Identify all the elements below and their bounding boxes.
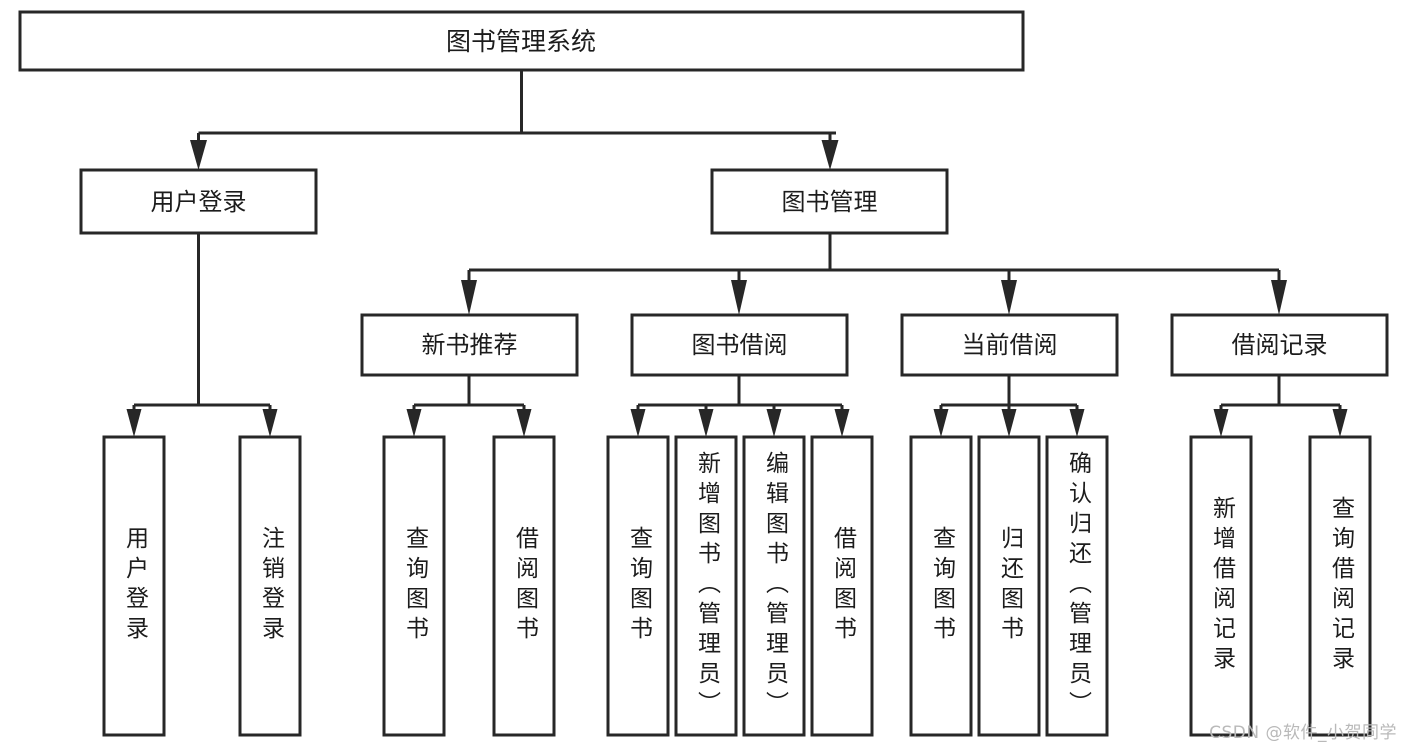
leaf-node[interactable] <box>1189 435 1253 737</box>
arrow-borrow-leaf-1 <box>630 409 646 437</box>
node-root-label: 图书管理系统 <box>446 27 596 56</box>
connector-group-borrow <box>630 375 850 437</box>
connector-group-record <box>1213 375 1348 437</box>
node-root[interactable]: 图书管理系统 <box>18 10 1025 72</box>
node-root-box[interactable] <box>18 10 1025 72</box>
arrow-new-leaf-1 <box>406 409 422 437</box>
leaf-box-edit-book-admin[interactable] <box>742 435 806 737</box>
connector-group-new-books <box>406 375 532 437</box>
leaf-box-query-book-borrow[interactable] <box>606 435 670 737</box>
leaf-box-return-book[interactable] <box>977 435 1041 737</box>
arrow-book-to-record <box>1271 280 1287 315</box>
arrow-borrow-leaf-2 <box>698 409 714 437</box>
leaf-box-user-login[interactable] <box>102 435 166 737</box>
leaf-box-add-book-admin[interactable] <box>674 435 738 737</box>
leaf-node[interactable] <box>492 435 556 737</box>
leaf-node[interactable] <box>606 435 670 737</box>
leaf-node[interactable] <box>909 435 973 737</box>
leaf-box-query-book-new[interactable] <box>382 435 446 737</box>
node-new-book-recommend-label: 新书推荐 <box>422 331 518 359</box>
leaf-box-add-record[interactable] <box>1189 435 1253 737</box>
connector-group-root <box>190 70 839 170</box>
arrow-current-leaf-1 <box>933 409 949 437</box>
node-book-management-label: 图书管理 <box>782 188 878 216</box>
leaf-node[interactable] <box>810 435 874 737</box>
arrow-book-to-borrow <box>731 280 747 315</box>
node-new-book-recommend-box[interactable] <box>360 313 579 377</box>
watermark-text: CSDN @软件_小贺同学 <box>1209 723 1397 743</box>
leaf-box-borrow-book-new[interactable] <box>492 435 556 737</box>
leaf-box-borrow-book[interactable] <box>810 435 874 737</box>
leaf-box-query-record[interactable] <box>1308 435 1372 737</box>
arrow-current-leaf-3 <box>1069 409 1085 437</box>
arrow-book-to-new <box>461 280 477 315</box>
leaf-node[interactable] <box>674 435 738 737</box>
arrow-book-to-current <box>1001 280 1017 315</box>
arrow-borrow-leaf-4 <box>834 409 850 437</box>
leaf-node[interactable] <box>1045 435 1109 737</box>
connector-group-user-login <box>126 233 278 437</box>
node-user-login[interactable]: 用户登录 <box>79 168 318 235</box>
node-current-borrow[interactable]: 当前借阅 <box>900 313 1119 377</box>
arrow-user-leaf-2 <box>262 409 278 437</box>
node-user-login-label: 用户登录 <box>151 188 247 216</box>
node-borrow-record-box[interactable] <box>1170 313 1389 377</box>
arrow-root-to-book <box>821 140 839 170</box>
leaf-node[interactable] <box>742 435 806 737</box>
node-book-management-box[interactable] <box>710 168 949 235</box>
node-new-book-recommend[interactable]: 新书推荐 <box>360 313 579 377</box>
leaf-node[interactable] <box>238 435 302 737</box>
leaf-box-logout[interactable] <box>238 435 302 737</box>
arrow-current-leaf-2 <box>1001 409 1017 437</box>
node-book-management[interactable]: 图书管理 <box>710 168 949 235</box>
node-book-borrow-label: 图书借阅 <box>692 331 788 359</box>
leaf-node[interactable] <box>102 435 166 737</box>
node-current-borrow-label: 当前借阅 <box>962 331 1058 359</box>
leaf-node[interactable] <box>382 435 446 737</box>
node-book-borrow[interactable]: 图书借阅 <box>630 313 849 377</box>
node-borrow-record[interactable]: 借阅记录 <box>1170 313 1389 377</box>
leaf-box-confirm-return-admin[interactable] <box>1045 435 1109 737</box>
node-current-borrow-box[interactable] <box>900 313 1119 377</box>
arrow-record-leaf-1 <box>1213 409 1229 437</box>
arrow-borrow-leaf-3 <box>766 409 782 437</box>
connector-group-current <box>933 375 1085 437</box>
connector-group-book-mgmt <box>461 233 1287 315</box>
leaf-node[interactable] <box>1308 435 1372 737</box>
leaf-node[interactable] <box>977 435 1041 737</box>
arrow-new-leaf-2 <box>516 409 532 437</box>
node-borrow-record-label: 借阅记录 <box>1232 331 1328 359</box>
arrow-root-to-user <box>190 140 207 170</box>
node-book-borrow-box[interactable] <box>630 313 849 377</box>
leaf-box-query-book-current[interactable] <box>909 435 973 737</box>
arrow-record-leaf-2 <box>1332 409 1348 437</box>
arrow-user-leaf-1 <box>126 409 142 437</box>
node-user-login-box[interactable] <box>79 168 318 235</box>
